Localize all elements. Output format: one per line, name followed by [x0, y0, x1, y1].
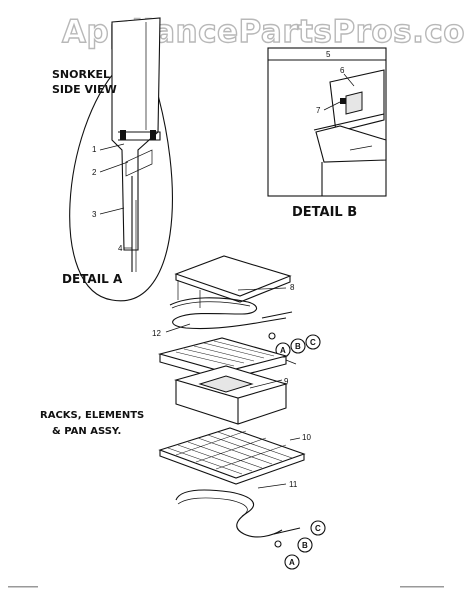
racks-label-line1: RACKS, ELEMENTS [40, 410, 144, 421]
leader-9 [249, 379, 283, 389]
detail-a-label: DETAIL A [62, 272, 123, 286]
circle-c-lower-letter: C [315, 524, 321, 533]
racks-assembly-group: 8 12 A B C 9 [40, 255, 326, 570]
leader-7 [323, 101, 341, 111]
snorkel-damper [125, 149, 153, 177]
snorkel-tube [111, 17, 161, 251]
bracket-clip-right [150, 130, 156, 140]
circle-a-lower [284, 554, 300, 570]
broiler-pan-well [198, 375, 254, 393]
racks-label-line2: & PAN ASSY. [52, 426, 121, 437]
broil-screw [268, 332, 276, 340]
callout-12: 12 [152, 329, 161, 338]
snorkel-label-line1: SNORKEL [52, 68, 110, 81]
broil-element-inner [171, 301, 251, 309]
leader-8 [237, 287, 287, 291]
footer-mark-right [400, 586, 444, 588]
callout-2: 2 [92, 168, 97, 177]
snorkel-label-line2: SIDE VIEW [52, 83, 117, 96]
broil-element [169, 297, 287, 330]
leader-insert [285, 359, 297, 365]
detail-b-frame [267, 47, 387, 197]
bake-terminal [273, 527, 301, 535]
bake-screw [274, 540, 282, 548]
bake-element [175, 489, 283, 538]
leader-11 [257, 483, 287, 489]
bake-element-inner [177, 497, 248, 517]
circle-b-lower-letter: B [302, 541, 308, 550]
callout-3: 3 [92, 210, 97, 219]
circle-c-upper-letter: C [310, 338, 316, 347]
callout-10: 10 [302, 433, 311, 442]
detail-b-group: 5 6 7 DETAIL B [267, 47, 387, 220]
cooktop-edge [313, 113, 385, 131]
circle-a-upper-letter: A [280, 346, 286, 355]
oven-front-panel [315, 125, 387, 163]
callout-11: 11 [289, 480, 298, 489]
callout-8: 8 [290, 283, 295, 292]
top-plate [174, 255, 292, 297]
callout-6: 6 [340, 66, 345, 75]
circle-b-upper-letter: B [295, 342, 301, 351]
circle-a-lower-letter: A [289, 558, 295, 567]
footer-mark-left [8, 586, 38, 588]
top-plate-edge [175, 274, 291, 303]
leader-2 [99, 161, 129, 173]
leader-3 [99, 207, 125, 215]
callout-1: 1 [92, 145, 97, 154]
leader-10 [289, 437, 301, 441]
leader-6 [343, 73, 355, 87]
circle-c-upper [305, 334, 321, 350]
callout-9: 9 [284, 377, 289, 386]
vent-opening [345, 91, 363, 115]
detail-a-ellipse [69, 67, 173, 302]
broiler-pan-slots [175, 340, 275, 367]
detail-b-label: DETAIL B [292, 205, 357, 220]
leader-12 [165, 323, 191, 333]
circle-b-upper [290, 338, 306, 354]
broil-terminal [261, 311, 293, 319]
oven-rack-wires [167, 430, 293, 475]
detail-a-group: 1 2 3 4 SNORKEL SIDE VIEW DETAIL A [52, 17, 173, 302]
panel-line [349, 145, 373, 151]
oven-rack-frame [159, 450, 305, 485]
snorkel-bracket [118, 131, 161, 141]
callout-5: 5 [326, 50, 331, 59]
leader-1 [99, 143, 125, 151]
circle-c-lower [310, 520, 326, 536]
bracket-clip-left [120, 130, 126, 140]
circle-b-lower [297, 537, 313, 553]
vent-screw [340, 98, 346, 104]
callout-7: 7 [316, 106, 321, 115]
callout-4: 4 [118, 244, 123, 253]
